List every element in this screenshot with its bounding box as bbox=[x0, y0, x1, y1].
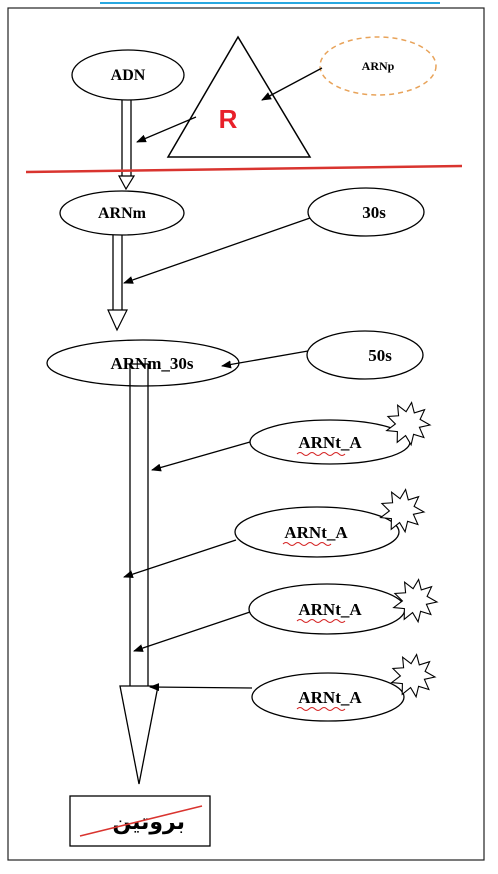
arnt-label-2: ARNt_A bbox=[284, 523, 348, 542]
s30-label: 30s bbox=[362, 203, 386, 222]
arnt-label-4: ARNt_A bbox=[298, 688, 362, 707]
transcription-arrow bbox=[117, 100, 136, 191]
arnt-node-4 bbox=[251, 672, 405, 722]
adn-label: ADN bbox=[111, 67, 146, 84]
s50-label: 50s bbox=[368, 346, 392, 365]
arnt-group-2: ARNt_A bbox=[234, 488, 426, 558]
protein-label: بروتين bbox=[112, 810, 185, 835]
adn-node bbox=[71, 49, 185, 101]
arnt-arrow-3 bbox=[133, 611, 251, 652]
amino-acid-star-2 bbox=[379, 488, 426, 534]
arnp-node bbox=[319, 36, 437, 96]
amino-acid-star-1 bbox=[385, 401, 432, 447]
arnp-label: ARNp bbox=[362, 59, 395, 73]
repressor-triangle bbox=[166, 35, 312, 158]
amino-acid-star-3 bbox=[392, 578, 439, 624]
arnm-to-complex-arrow bbox=[107, 235, 128, 332]
s30-arrow bbox=[123, 217, 311, 284]
arnm-label: ARNm bbox=[98, 205, 147, 222]
arnt-node-2 bbox=[234, 506, 400, 558]
arnp-arrow bbox=[261, 67, 323, 101]
elongation-arrow bbox=[119, 363, 159, 785]
arnm-30s-label: ARNm_30s bbox=[110, 354, 193, 373]
divider-line bbox=[25, 164, 463, 174]
repressor-arrow bbox=[136, 116, 197, 143]
protein-strike bbox=[79, 805, 203, 837]
arnt-group-3: ARNt_A bbox=[248, 578, 439, 635]
amino-acid-star-4 bbox=[390, 653, 437, 699]
arnt-arrow-4 bbox=[149, 683, 253, 692]
arnt-arrow-1 bbox=[151, 441, 251, 472]
repressor-label: R bbox=[219, 104, 238, 134]
s50-node bbox=[306, 330, 424, 380]
arnt-group-4: ARNt_A bbox=[251, 653, 437, 722]
s50-arrow bbox=[221, 350, 309, 369]
s30-node bbox=[307, 187, 425, 237]
arnt-label-3: ARNt_A bbox=[298, 600, 362, 619]
frame bbox=[7, 7, 485, 861]
arnt-label-1: ARNt_A bbox=[298, 433, 362, 452]
arnt-group-1: ARNt_A bbox=[249, 401, 432, 465]
arnt-arrow-2 bbox=[123, 539, 237, 578]
